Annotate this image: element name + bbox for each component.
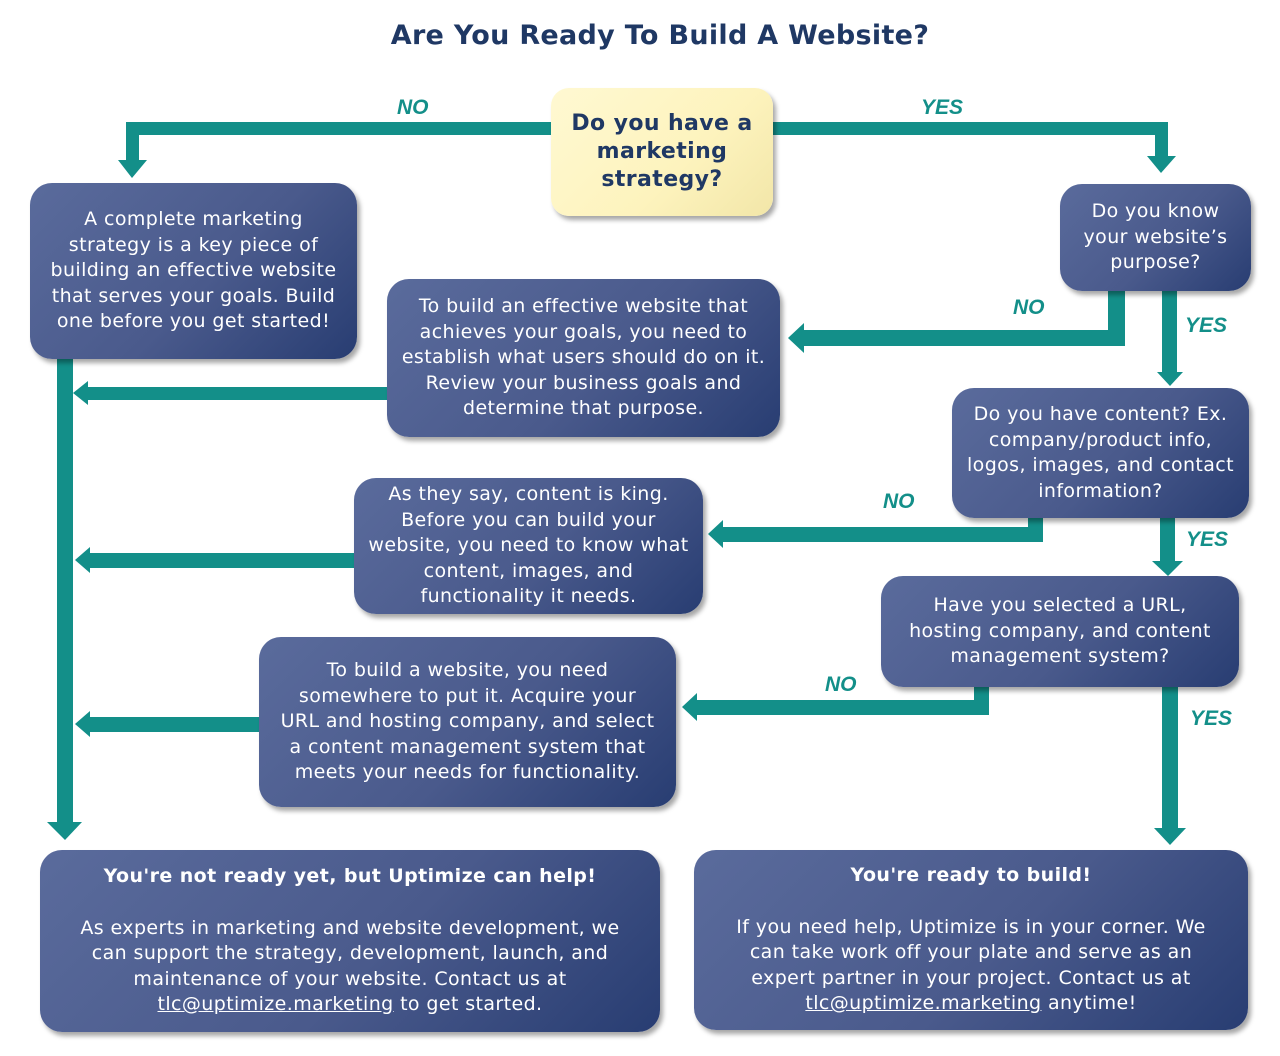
content-question-box: Do you have content? Ex. company/product… [952, 388, 1249, 518]
no-purpose-box: To build an effective website that achie… [387, 279, 780, 437]
not-ready-body: As experts in marketing and website deve… [62, 916, 638, 1018]
ready-heading: You're ready to build! [850, 864, 1092, 887]
label-yes-content: YES [1186, 528, 1229, 551]
start-question-box: Do you have a marketing strategy? [551, 88, 773, 216]
not-ready-text-end: to get started. [400, 993, 543, 1016]
not-ready-text: As experts in marketing and website deve… [80, 916, 620, 990]
not-ready-heading: You're not ready yet, but Uptimize can h… [103, 865, 597, 888]
label-no-hosting: NO [825, 673, 857, 696]
ready-body: If you need help, Uptimize is in your co… [716, 915, 1226, 1017]
label-yes-purpose: YES [1185, 314, 1228, 337]
label-yes-strategy: YES [921, 96, 964, 119]
ready-email-link[interactable]: tlc@uptimize.marketing [805, 992, 1042, 1015]
label-no-purpose: NO [1013, 296, 1045, 319]
no-hosting-box: To build a website, you need somewhere t… [259, 637, 676, 807]
label-no-content: NO [883, 490, 915, 513]
page-title: Are You Ready To Build A Website? [390, 20, 930, 51]
no-strategy-box: A complete marketing strategy is a key p… [30, 183, 357, 359]
purpose-question-box: Do you know your website’s purpose? [1060, 184, 1251, 291]
hosting-question-box: Have you selected a URL, hosting company… [881, 576, 1239, 687]
ready-text-end: anytime! [1047, 992, 1137, 1015]
label-no-strategy: NO [397, 96, 429, 119]
ready-box: You're ready to build! If you need help,… [694, 850, 1248, 1030]
not-ready-email-link[interactable]: tlc@uptimize.marketing [157, 993, 394, 1016]
ready-text: If you need help, Uptimize is in your co… [736, 915, 1206, 989]
not-ready-box: You're not ready yet, but Uptimize can h… [40, 850, 660, 1032]
label-yes-hosting: YES [1190, 707, 1233, 730]
no-content-box: As they say, content is king. Before you… [354, 478, 703, 614]
